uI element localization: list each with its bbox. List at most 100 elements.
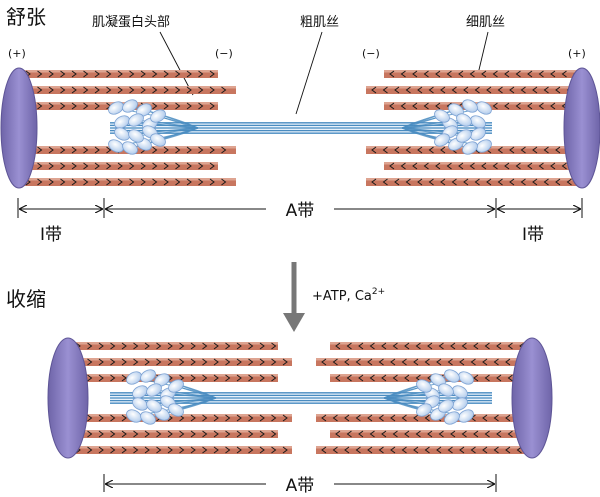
- chevron-right-icon: [110, 358, 116, 366]
- chevron-right-icon: [259, 342, 265, 350]
- chevron-left-icon: [509, 146, 515, 154]
- chevron-right-icon: [106, 162, 112, 170]
- chevron-left-icon: [412, 70, 418, 78]
- chevron-right-icon: [48, 102, 54, 110]
- chevron-right-icon: [83, 178, 89, 186]
- myosin-head: [140, 411, 156, 425]
- chevron-left-icon: [412, 102, 418, 110]
- chevron-left-icon: [493, 358, 499, 366]
- chevron-left-icon: [507, 430, 513, 438]
- chevron-left-icon: [482, 414, 488, 422]
- chevron-right-icon: [98, 430, 104, 438]
- myosin-head: [456, 113, 472, 127]
- chevron-left-icon: [446, 70, 452, 78]
- myosin-head: [108, 139, 124, 153]
- chevron-right-icon: [83, 86, 89, 94]
- myosin-head: [462, 99, 478, 113]
- chevron-right-icon: [236, 342, 242, 350]
- myosin-head: [434, 109, 450, 123]
- relaxed-thin-filament-left: [20, 70, 218, 78]
- chevron-left-icon: [367, 414, 373, 422]
- chevron-left-icon: [527, 162, 533, 170]
- chevron-left-icon: [346, 374, 352, 382]
- chevron-right-icon: [87, 414, 93, 422]
- chevron-left-icon: [505, 446, 511, 454]
- chevron-right-icon: [121, 446, 127, 454]
- myosin-head: [416, 403, 432, 417]
- chevron-right-icon: [198, 102, 204, 110]
- contracted-thin-filament-left: [70, 358, 292, 366]
- chevron-right-icon: [144, 342, 150, 350]
- chevron-left-icon: [446, 162, 452, 170]
- chevron-right-icon: [259, 414, 265, 422]
- chevron-left-icon: [394, 86, 400, 94]
- chevron-left-icon: [561, 70, 567, 78]
- chevron-left-icon: [555, 178, 561, 186]
- contracted-myosin-heads: [126, 369, 474, 425]
- chevron-right-icon: [175, 86, 181, 94]
- chevron-left-icon: [447, 446, 453, 454]
- chevron-left-icon: [515, 70, 521, 78]
- chevron-right-icon: [175, 178, 181, 186]
- chevron-right-icon: [129, 86, 135, 94]
- chevron-right-icon: [133, 358, 139, 366]
- chevron-left-icon: [447, 358, 453, 366]
- chevron-left-icon: [484, 374, 490, 382]
- chevron-right-icon: [259, 358, 265, 366]
- chevron-right-icon: [110, 374, 116, 382]
- chevron-right-icon: [133, 342, 139, 350]
- chevron-left-icon: [401, 358, 407, 366]
- chevron-left-icon: [493, 414, 499, 422]
- chevron-right-icon: [106, 178, 112, 186]
- myosin-head: [128, 113, 144, 127]
- chevron-left-icon: [496, 374, 502, 382]
- chevron-left-icon: [390, 414, 396, 422]
- chevron-right-icon: [156, 430, 162, 438]
- chevron-right-icon: [167, 446, 173, 454]
- chevron-left-icon: [451, 86, 457, 94]
- chevron-right-icon: [163, 146, 169, 154]
- chevron-left-icon: [520, 178, 526, 186]
- chevron-right-icon: [152, 178, 158, 186]
- chevron-right-icon: [60, 70, 66, 78]
- chevron-right-icon: [60, 162, 66, 170]
- chevron-right-icon: [110, 414, 116, 422]
- chevron-right-icon: [236, 430, 242, 438]
- transition-label: +ATP, Ca2+: [312, 287, 385, 304]
- chevron-left-icon: [344, 414, 350, 422]
- chevron-left-icon: [474, 178, 480, 186]
- chevron-left-icon: [424, 414, 430, 422]
- chevron-left-icon: [470, 358, 476, 366]
- thin-filament-label: 细肌丝: [466, 15, 505, 30]
- chevron-left-icon: [450, 430, 456, 438]
- chevron-right-icon: [190, 446, 196, 454]
- chevron-left-icon: [516, 446, 522, 454]
- chevron-left-icon: [486, 178, 492, 186]
- chevron-right-icon: [225, 358, 231, 366]
- chevron-right-icon: [225, 430, 231, 438]
- chevron-right-icon: [121, 414, 127, 422]
- chevron-left-icon: [367, 446, 373, 454]
- chevron-right-icon: [98, 374, 104, 382]
- chevron-left-icon: [415, 430, 421, 438]
- contracted-heads-right: [383, 369, 474, 425]
- chevron-left-icon: [413, 414, 419, 422]
- chevron-right-icon: [179, 358, 185, 366]
- chevron-right-icon: [163, 102, 169, 110]
- chevron-left-icon: [423, 70, 429, 78]
- chevron-right-icon: [48, 146, 54, 154]
- chevron-left-icon: [321, 446, 327, 454]
- relaxed-thin-filament-right: [366, 86, 582, 94]
- myosin-head: [126, 409, 142, 423]
- chevron-right-icon: [236, 446, 242, 454]
- chevron-right-icon: [71, 70, 77, 78]
- chevron-right-icon: [190, 430, 196, 438]
- chevron-right-icon: [213, 358, 219, 366]
- chevron-right-icon: [209, 162, 215, 170]
- chevron-left-icon: [378, 446, 384, 454]
- myosin-head: [462, 141, 478, 155]
- chevron-right-icon: [202, 374, 208, 382]
- chevron-left-icon: [401, 414, 407, 422]
- chevron-right-icon: [221, 86, 227, 94]
